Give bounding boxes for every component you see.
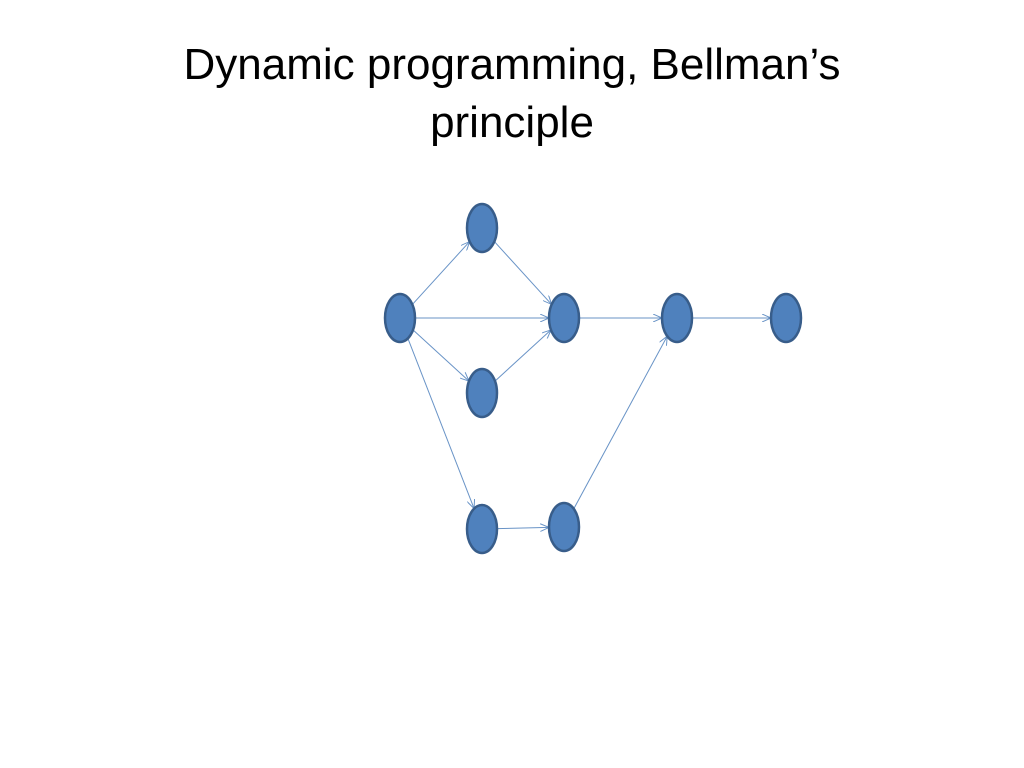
edge-upper-to-middle [494,241,551,305]
edges-layer [407,241,771,529]
node-upper [465,202,499,254]
edge-bottom-right-to-merge [573,336,667,510]
node-merge [660,292,694,344]
slide-title: Dynamic programming, Bellman’s principle [183,40,841,147]
node-target [769,292,803,344]
edge-bottom-left-to-bottom-right [496,527,549,528]
node-source [383,292,417,344]
node-middle [547,292,581,344]
nodes-layer [383,202,803,555]
edge-lower-to-middle [494,330,551,382]
edge-source-to-bottom-left [407,338,474,508]
node-lower [465,367,499,419]
node-bottom-right [547,501,581,553]
edge-source-to-lower [412,329,469,381]
node-bottom-left [465,503,499,555]
edge-source-to-upper [412,242,469,305]
